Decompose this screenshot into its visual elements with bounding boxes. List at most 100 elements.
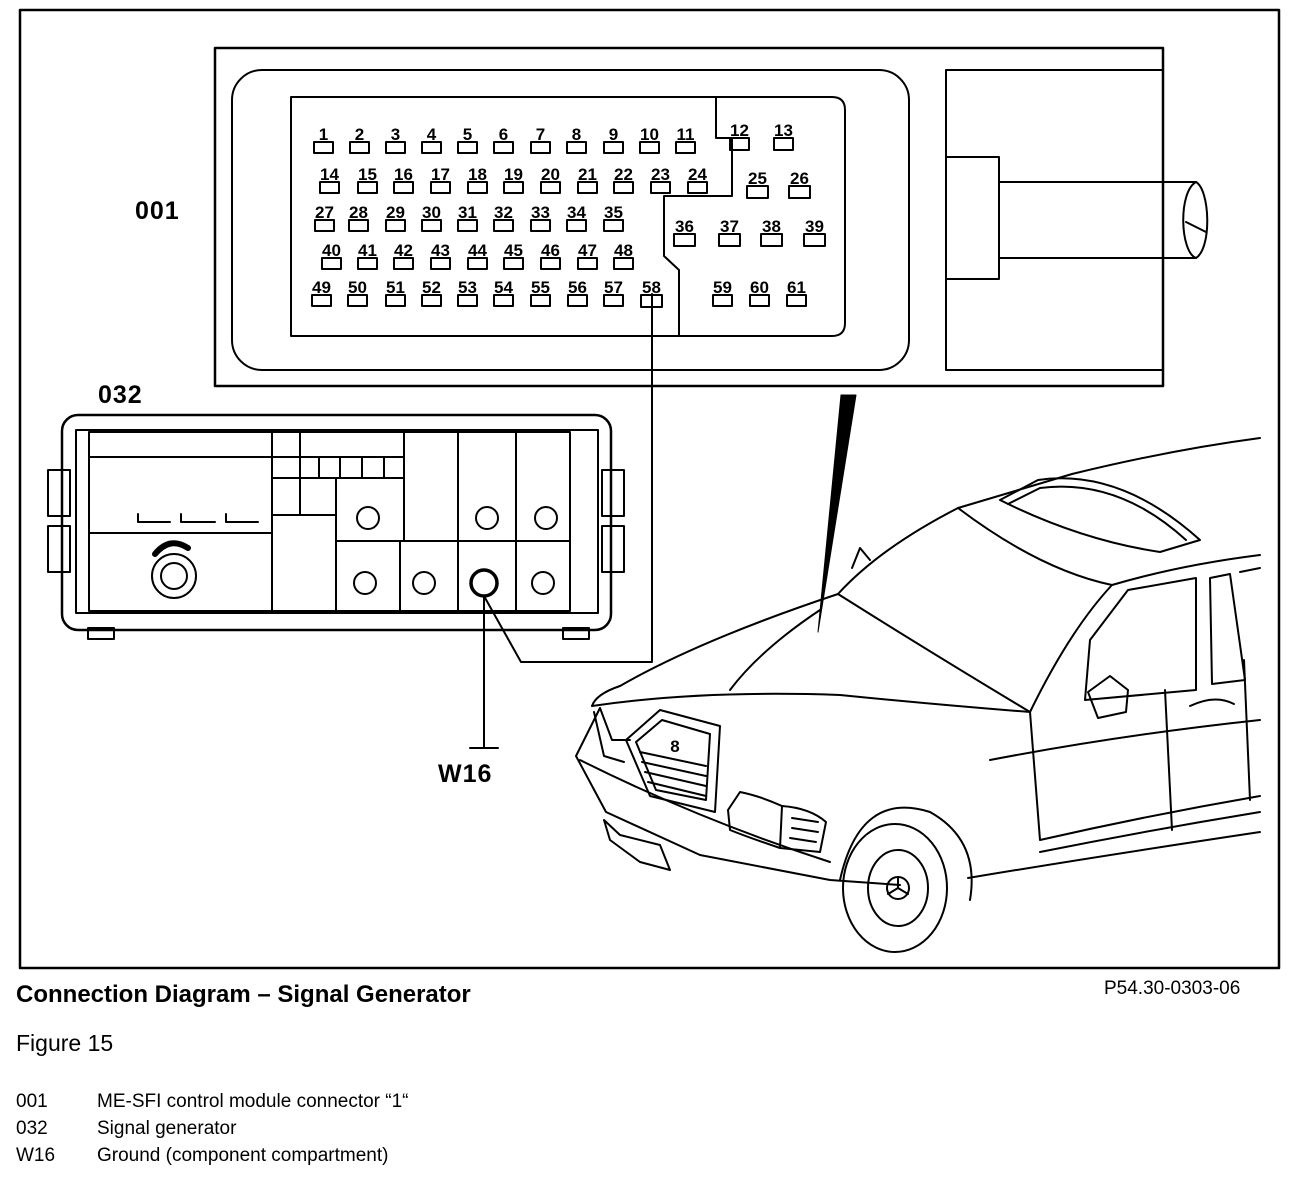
- pin-16-label: 16: [394, 165, 413, 184]
- pin-42-contact: [393, 257, 414, 270]
- pin-30-label: 30: [422, 203, 441, 222]
- legend-text: ME-SFI control module connector “1“: [97, 1091, 409, 1112]
- pin-21-label: 21: [578, 165, 597, 184]
- pin-4-contact: [421, 141, 442, 154]
- pin-2-contact: [349, 141, 370, 154]
- ref-connector-001: 001: [135, 197, 180, 225]
- pin-56-contact: [567, 294, 588, 307]
- connector-001: [213, 46, 1209, 388]
- pin-37-label: 37: [720, 217, 739, 236]
- pin-22-label: 22: [614, 165, 633, 184]
- pin-18-label: 18: [468, 165, 487, 184]
- ref-ground-w16: W16: [438, 760, 492, 788]
- pin-38-contact: [760, 233, 783, 247]
- diagram-frame: [18, 8, 1281, 970]
- pin-14-label: 14: [320, 165, 339, 184]
- pin-51-contact: [385, 294, 406, 307]
- pin-38-label: 38: [762, 217, 781, 236]
- pin-43-contact: [430, 257, 451, 270]
- pin-26-contact: [788, 185, 811, 199]
- pin-24-label: 24: [688, 165, 707, 184]
- pin-45-label: 45: [504, 241, 523, 260]
- pin-33-label: 33: [531, 203, 550, 222]
- pin-23-contact: [650, 181, 671, 194]
- pin-19-label: 19: [504, 165, 523, 184]
- pin-48-label: 48: [614, 241, 633, 260]
- pin-15-contact: [357, 181, 378, 194]
- pin-49-label: 49: [312, 278, 331, 297]
- pin-53-label: 53: [458, 278, 477, 297]
- pin-13-label: 13: [774, 121, 793, 140]
- pin-17-label: 17: [431, 165, 450, 184]
- pin-46-contact: [540, 257, 561, 270]
- hood-star-mark: 8: [670, 737, 679, 756]
- pin-36-contact: [673, 233, 696, 247]
- wire-to-ground-w16: [469, 595, 499, 749]
- pin-59-label: 59: [713, 278, 732, 297]
- pin-32-label: 32: [494, 203, 513, 222]
- pin-4-label: 4: [427, 125, 437, 144]
- pin-52-label: 52: [422, 278, 441, 297]
- legend-code: W16: [16, 1145, 56, 1166]
- pin-12-contact: [729, 137, 750, 151]
- pin-34-label: 34: [567, 203, 586, 222]
- pin-45-contact: [503, 257, 524, 270]
- pin-27-contact: [314, 219, 335, 232]
- pin-27-label: 27: [315, 203, 334, 222]
- pin-12-label: 12: [730, 121, 749, 140]
- pin-11-label: 11: [677, 125, 695, 144]
- pin-8-label: 8: [572, 125, 581, 144]
- pin-39-label: 39: [805, 217, 824, 236]
- pin-9-contact: [603, 141, 624, 154]
- pin-23-label: 23: [651, 165, 670, 184]
- pin-57-label: 57: [604, 278, 623, 297]
- legend-code: 032: [16, 1118, 48, 1139]
- pin-13-contact: [773, 137, 794, 151]
- pin-1-contact: [313, 141, 334, 154]
- pin-10-label: 10: [640, 125, 659, 144]
- pin-60-contact: [749, 294, 770, 307]
- pin-60-label: 60: [750, 278, 769, 297]
- pin-20-contact: [540, 181, 561, 194]
- pin-55-label: 55: [531, 278, 550, 297]
- pin-5-label: 5: [463, 125, 472, 144]
- pin-30-contact: [421, 219, 442, 232]
- pin-53-contact: [457, 294, 478, 307]
- pin-19-contact: [503, 181, 524, 194]
- pin-37-contact: [718, 233, 741, 247]
- pin-47-label: 47: [578, 241, 597, 260]
- car-illustration: [575, 437, 1261, 953]
- pin-6-label: 6: [499, 125, 508, 144]
- pin-44-label: 44: [468, 241, 487, 260]
- pin-52-contact: [421, 294, 442, 307]
- pin-58-label: 58: [642, 278, 661, 297]
- pin-14-contact: [319, 181, 340, 194]
- pin-61-label: 61: [787, 278, 806, 297]
- pin-31-contact: [457, 219, 478, 232]
- pin-57-contact: [603, 294, 624, 307]
- pin-49-contact: [311, 294, 332, 307]
- legend-text: Signal generator: [97, 1118, 237, 1139]
- pin-61-contact: [786, 294, 807, 307]
- pin-16-contact: [393, 181, 414, 194]
- pin-41-label: 41: [358, 241, 377, 260]
- pin-56-label: 56: [568, 278, 587, 297]
- pin-3-label: 3: [391, 125, 400, 144]
- pin-5-contact: [457, 141, 478, 154]
- pin-20-label: 20: [541, 165, 560, 184]
- pin-44-contact: [467, 257, 488, 270]
- pin-51-label: 51: [386, 278, 405, 297]
- pin-29-label: 29: [386, 203, 405, 222]
- pin-7-contact: [530, 141, 551, 154]
- pin-29-contact: [385, 219, 406, 232]
- wire-pin58-to-generator: [483, 293, 653, 663]
- figure-number: Figure 15: [16, 1030, 114, 1056]
- pin-32-contact: [493, 219, 514, 232]
- pin-28-label: 28: [349, 203, 368, 222]
- pin-43-label: 43: [431, 241, 450, 260]
- ref-signal-generator-032: 032: [98, 381, 143, 409]
- pin-48-contact: [613, 257, 634, 270]
